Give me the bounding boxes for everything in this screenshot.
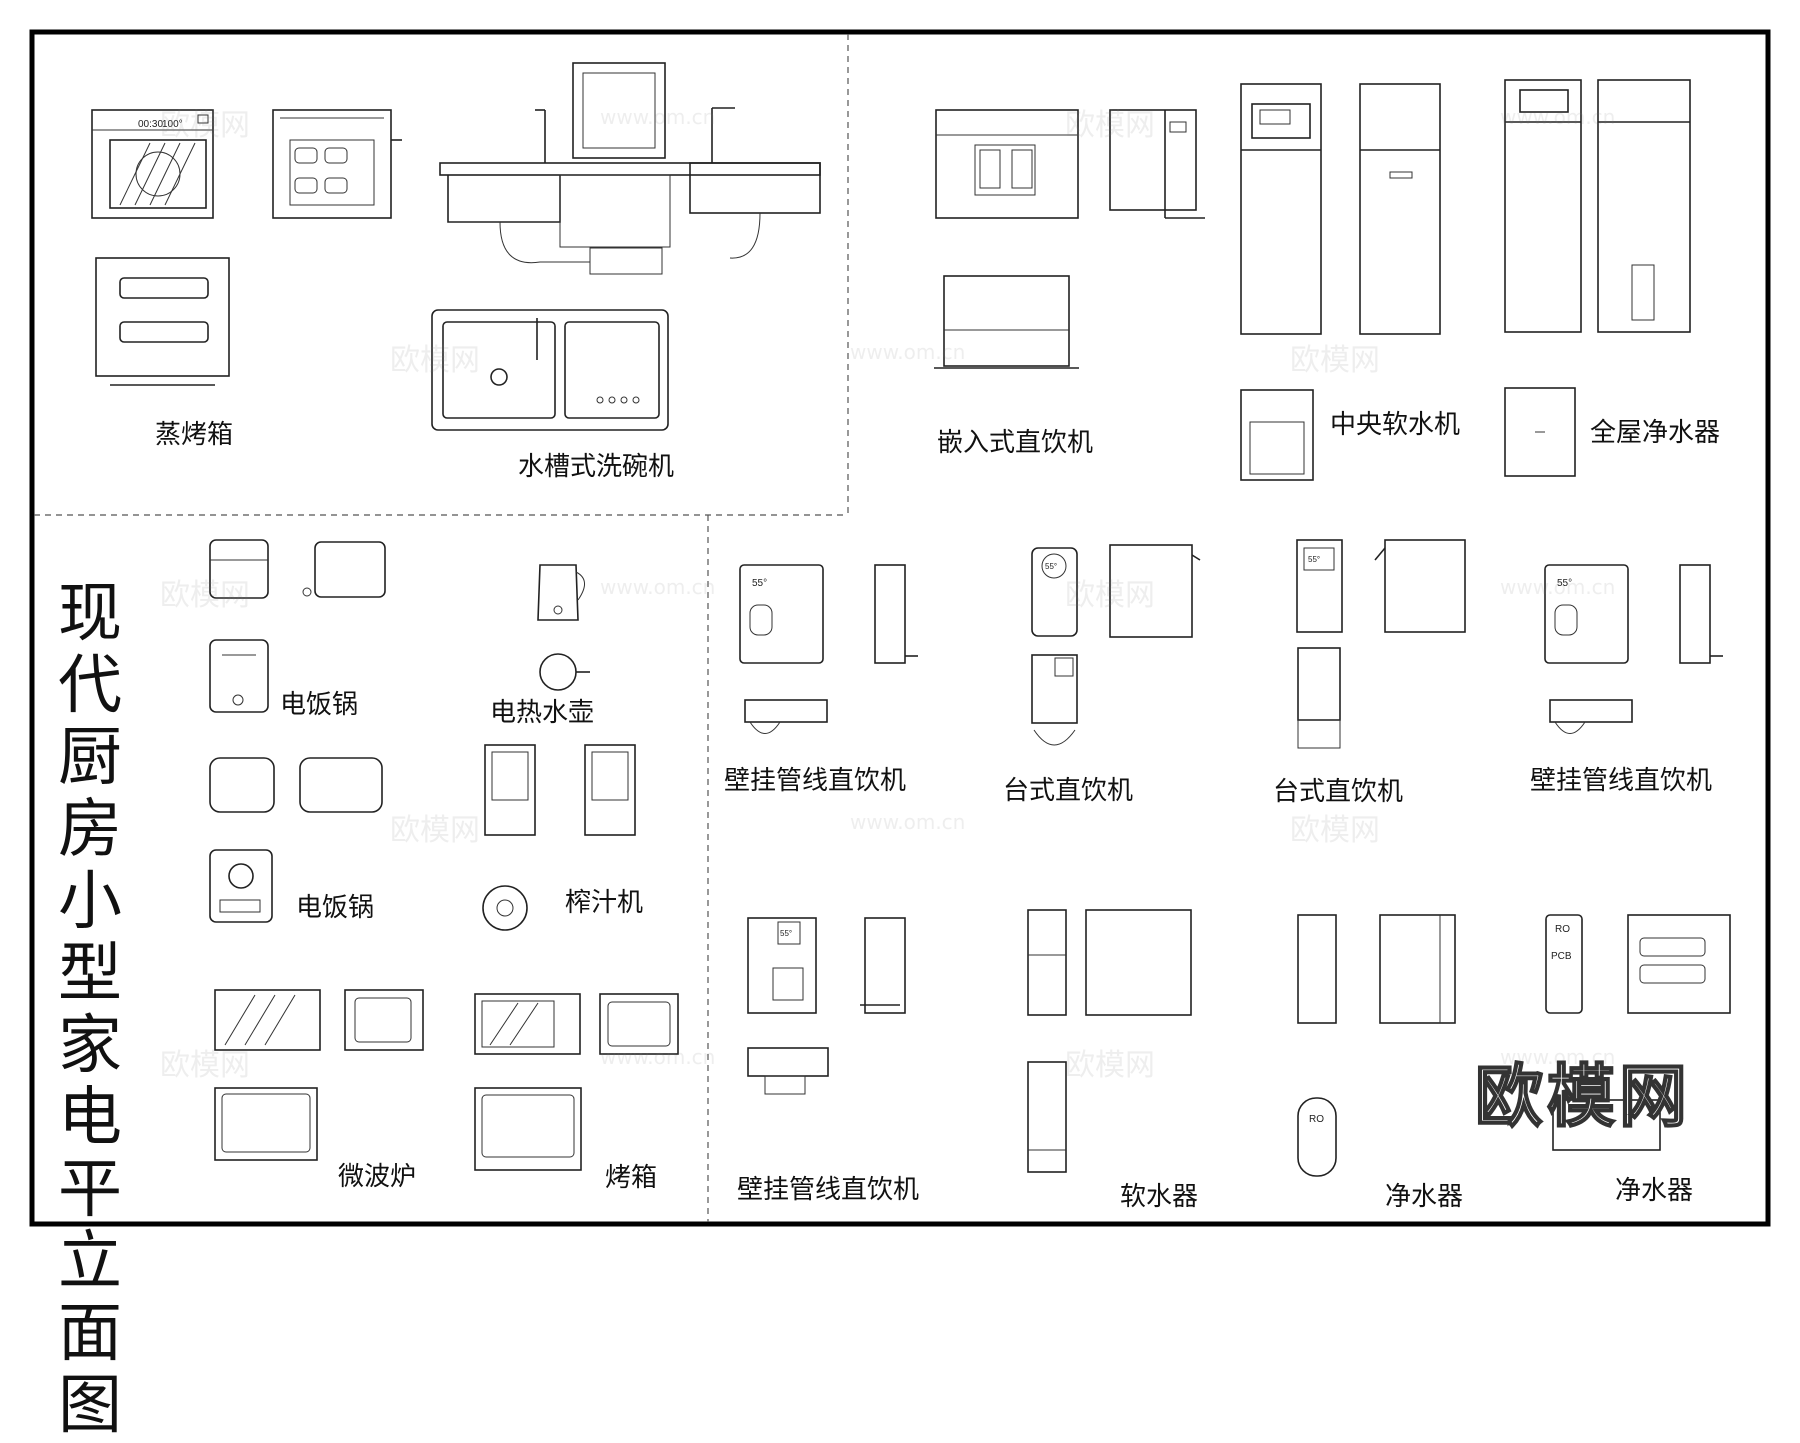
wall-dispenser-3-views: 55° xyxy=(747,917,906,1095)
drawing-canvas: 00:30 100° xyxy=(29,29,1771,1227)
purifier-1-views: RO xyxy=(1297,914,1456,1177)
wall-dispenser-3-temp: 55° xyxy=(780,929,792,938)
label-desktop-dispenser-2: 台式直饮机 xyxy=(1273,777,1404,807)
rice-cooker-1-views xyxy=(209,539,386,713)
whole-house-purifier-side xyxy=(1597,79,1691,333)
whole-house-purifier-front xyxy=(1504,79,1582,333)
sink-dishwasher-plan xyxy=(431,309,669,431)
watermark-url: www.om.cn xyxy=(1500,1045,1616,1069)
drawing-title: 现代 厨房 小型 家电 平立 面图 xyxy=(58,578,174,1442)
title-line: 面图 xyxy=(58,1297,124,1443)
purifier-2-pcb: PCB xyxy=(1551,951,1572,962)
oven-timer-text: 00:30 xyxy=(138,119,163,130)
label-softener: 软水器 xyxy=(1120,1182,1199,1212)
label-sink-dishwasher: 水槽式洗碗机 xyxy=(518,452,675,482)
builtin-dispenser-front xyxy=(935,109,1079,219)
microwave-views xyxy=(214,989,424,1161)
label-kettle: 电热水壶 xyxy=(490,698,595,728)
oven-views xyxy=(474,993,679,1171)
label-central-softener: 中央软水机 xyxy=(1330,410,1461,440)
label-purifier-2: 净水器 xyxy=(1615,1176,1694,1206)
wall-dispenser-1-views: 55° xyxy=(739,564,918,734)
purifier-2-views: RO PCB xyxy=(1545,914,1731,1151)
label-rice-cooker-1: 电饭锅 xyxy=(280,690,359,720)
steam-oven-top xyxy=(272,109,402,219)
wall-dispenser-2-views: 55° xyxy=(1544,564,1723,734)
label-whole-house-purifier: 全屋净水器 xyxy=(1590,418,1721,448)
watermark: 欧模网 xyxy=(1290,343,1380,378)
central-softener-side xyxy=(1359,83,1441,335)
wall-dispenser-1-temp: 55° xyxy=(752,578,767,589)
label-wall-dispenser-1: 壁挂管线直饮机 xyxy=(724,766,907,796)
title-line: 厨房 xyxy=(58,721,124,867)
watermark-url: www.om.cn xyxy=(600,105,716,129)
label-microwave: 微波炉 xyxy=(338,1162,417,1192)
watermark: 欧模网 xyxy=(390,813,480,848)
label-wall-dispenser-3: 壁挂管线直饮机 xyxy=(737,1175,920,1205)
watermark-url: www.om.cn xyxy=(1500,575,1616,599)
central-softener-top xyxy=(1240,389,1314,481)
title-line: 现代 xyxy=(58,577,124,723)
builtin-dispenser-side xyxy=(1109,109,1205,219)
watermark: 欧模网 xyxy=(160,578,250,613)
juicer-views xyxy=(482,744,636,931)
watermark: 欧模网 xyxy=(1065,108,1155,143)
watermark: 欧模网 xyxy=(160,108,250,143)
label-purifier-1: 净水器 xyxy=(1385,1182,1464,1212)
title-line: 平立 xyxy=(58,1153,124,1299)
builtin-dispenser-top xyxy=(934,275,1079,369)
watermark-url: www.om.cn xyxy=(600,1045,716,1069)
label-desktop-dispenser-1: 台式直饮机 xyxy=(1003,776,1134,806)
drawing-sheet: 00:30 100° xyxy=(29,29,1771,1442)
sink-dishwasher-elevation xyxy=(439,62,821,275)
purifier-2-ro: RO xyxy=(1555,924,1570,935)
oven-temp-text: 100° xyxy=(162,119,183,130)
watermark-url: www.om.cn xyxy=(600,575,716,599)
sheet-border xyxy=(29,29,1771,1227)
desktop-dispenser-1-temp: 55° xyxy=(1045,562,1057,571)
desktop-dispenser-2-temp: 55° xyxy=(1308,555,1320,564)
label-oven: 烤箱 xyxy=(605,1163,658,1193)
kettle-views xyxy=(537,564,590,691)
title-line: 家电 xyxy=(58,1009,124,1155)
steam-oven-side xyxy=(95,257,230,386)
watermark: 欧模网 xyxy=(1290,813,1380,848)
watermark: 欧模网 xyxy=(1065,1048,1155,1083)
purifier-1-ro: RO xyxy=(1309,1114,1324,1125)
watermark-url: www.om.cn xyxy=(1500,105,1616,129)
label-rice-cooker-2: 电饭锅 xyxy=(296,893,375,923)
wall-dispenser-2-temp: 55° xyxy=(1557,578,1572,589)
label-builtin-dispenser: 嵌入式直饮机 xyxy=(937,428,1094,458)
title-line: 小型 xyxy=(58,865,124,1011)
rice-cooker-2-views xyxy=(209,757,383,923)
watermark: 欧模网 xyxy=(160,1048,250,1083)
whole-house-purifier-top xyxy=(1504,387,1576,477)
softener-views xyxy=(1027,909,1192,1173)
desktop-dispenser-2-views: 55° xyxy=(1296,539,1466,749)
watermark: 欧模网 xyxy=(390,343,480,378)
watermark-url: www.om.cn xyxy=(850,340,966,364)
desktop-dispenser-1-views: 55° xyxy=(1031,544,1201,746)
label-juicer: 榨汁机 xyxy=(565,888,644,918)
watermark: 欧模网 xyxy=(1065,578,1155,613)
brand-logo-text: 欧模网 xyxy=(1474,1058,1692,1137)
label-steam-oven: 蒸烤箱 xyxy=(155,420,234,450)
label-wall-dispenser-2: 壁挂管线直饮机 xyxy=(1530,766,1713,796)
steam-oven-front: 00:30 100° xyxy=(91,109,214,219)
watermark-url: www.om.cn xyxy=(850,810,966,834)
central-softener-front xyxy=(1240,83,1322,335)
